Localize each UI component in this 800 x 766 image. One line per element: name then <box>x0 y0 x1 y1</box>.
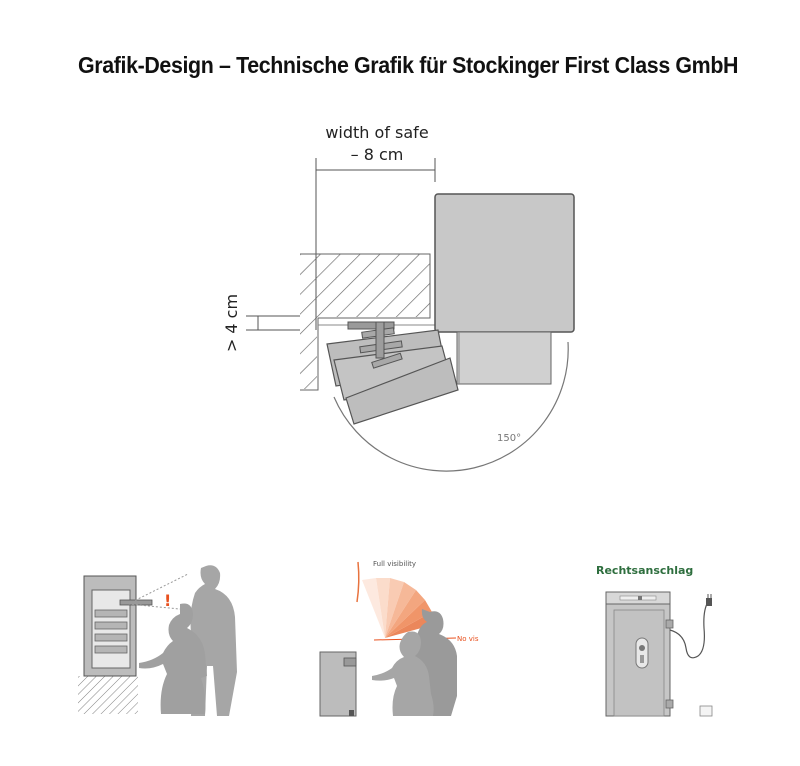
wall-hatch-top <box>300 254 430 317</box>
wall-hatch-side <box>300 317 317 389</box>
lock-icon <box>635 637 649 669</box>
thumb1-woman-silhouette <box>139 603 207 714</box>
thumb2-woman-silhouette <box>372 631 434 716</box>
width-label-line1: width of safe <box>325 123 428 142</box>
gap-label: > 4 cm <box>222 294 241 352</box>
door-swing-arc <box>333 341 569 472</box>
visibility-fan <box>362 578 436 638</box>
thumb1-man-silhouette <box>190 565 237 716</box>
thumbnail-person-opening-safe: ! <box>78 565 237 716</box>
hinge-top-icon <box>665 619 674 629</box>
hinge-title: Rechtsanschlag <box>596 564 693 577</box>
hinge-clearance-diagram: width of safe – 8 cm > 4 cm 150° <box>222 123 575 472</box>
visibility-arc-icon <box>356 561 360 603</box>
hinge-bottom-icon <box>665 699 674 709</box>
thumb1-floor-hatch <box>78 676 138 714</box>
thumbnail-visibility: Full visibility No vis <box>319 560 479 717</box>
safe-inner-compartment <box>456 331 552 385</box>
power-plug-icon <box>706 598 712 606</box>
safe-body <box>434 193 575 333</box>
no-visibility-label: No vis <box>457 635 479 643</box>
power-cable-icon <box>669 601 709 659</box>
angle-label: 150° <box>497 433 521 444</box>
thumbnail-right-hinge: Rechtsanschlag <box>596 564 713 717</box>
full-visibility-label: Full visibility <box>373 560 416 568</box>
page-title: Grafik-Design – Technische Grafik für St… <box>78 52 739 78</box>
wall-outlet-icon <box>699 705 713 717</box>
alert-mark-icon: ! <box>164 591 171 610</box>
wall-outline <box>300 253 431 391</box>
open-door <box>326 321 459 425</box>
width-label-line2: – 8 cm <box>351 145 404 164</box>
